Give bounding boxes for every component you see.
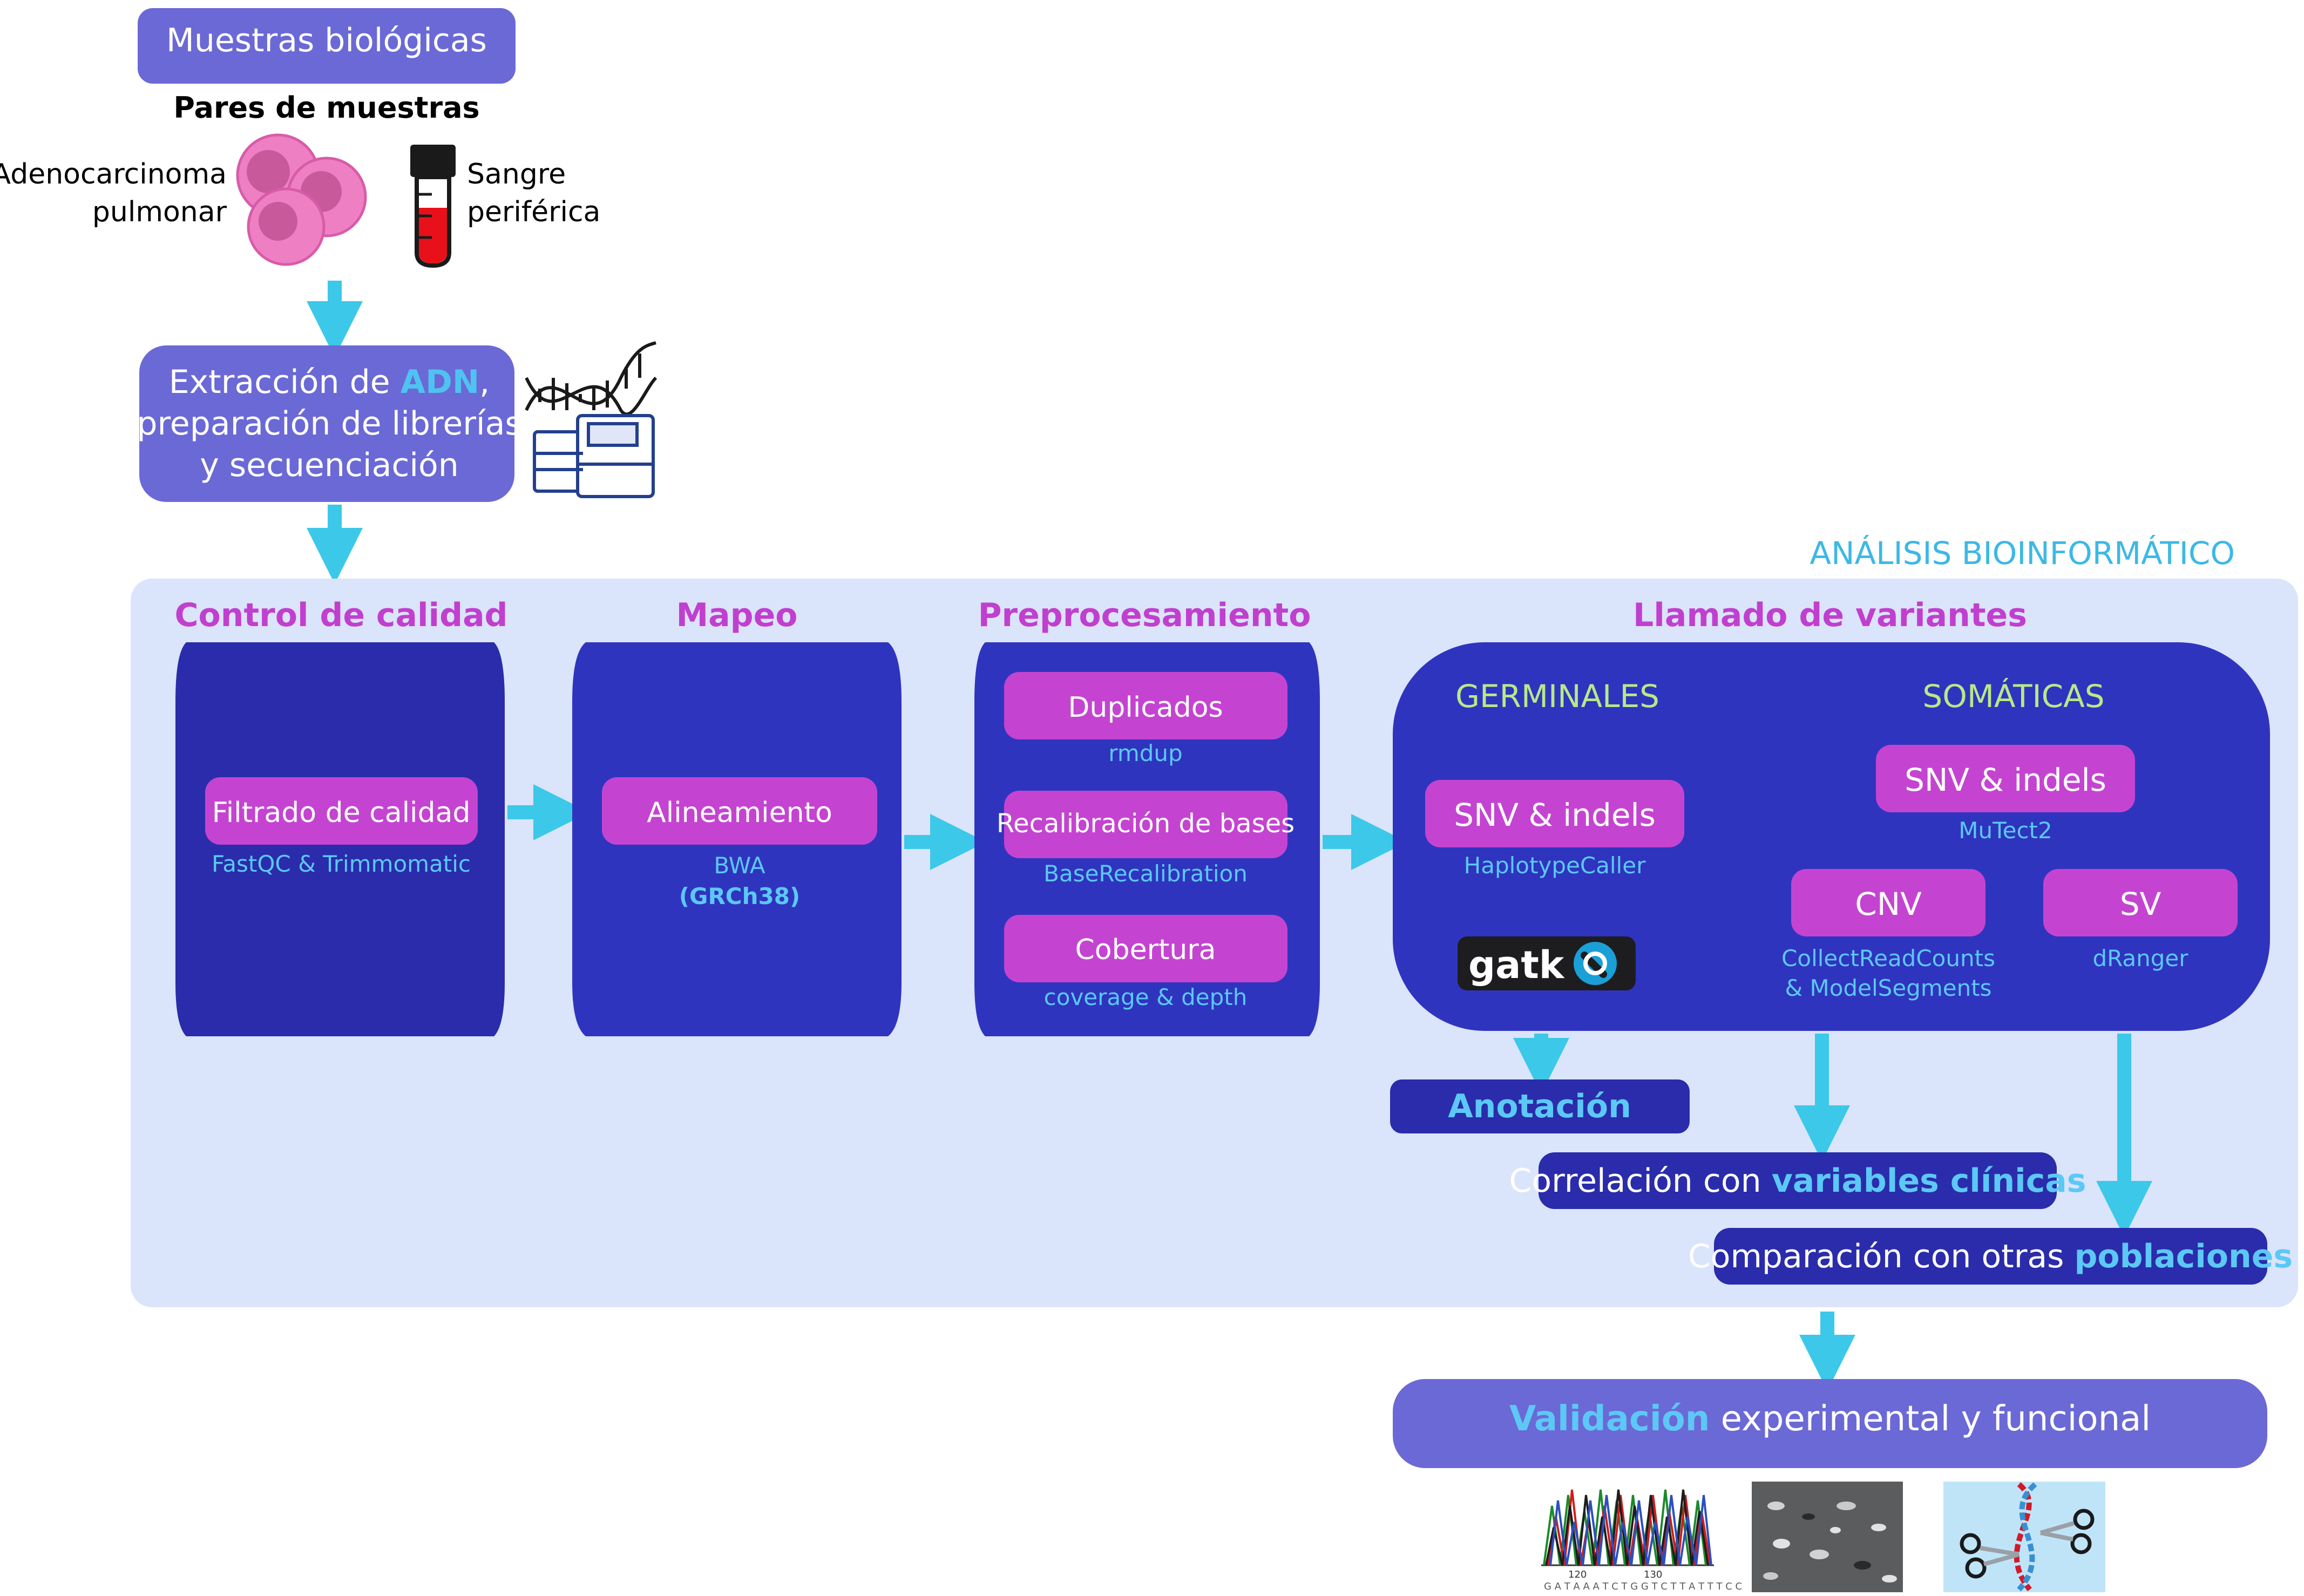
annotation-label: Anotación: [1448, 1088, 1631, 1125]
preprocessing-tool-duplicates: rmdup: [1108, 740, 1182, 766]
mapping-tool: BWA: [714, 852, 765, 879]
somatic-sv-tool: dRanger: [2092, 945, 2188, 972]
somatic-cnv: CNV: [1855, 886, 1922, 922]
samples-title: Muestras biológicas: [166, 22, 487, 59]
somatic-snv-indels: SNV & indels: [1905, 762, 2106, 798]
sample-pairs-label: Pares de muestras: [173, 91, 479, 125]
extraction-box: Extracción de ADN, preparación de librer…: [137, 345, 522, 502]
extraction-line1: Extracción de ADN,: [169, 363, 490, 401]
variants-title: Llamado de variantes: [1633, 596, 2027, 634]
quality-step: Filtrado de calidad: [212, 797, 471, 829]
samples-box: Muestras biológicas: [138, 8, 516, 84]
chromatogram-sequence: G A T A A A T C T G G T C T T A T T T C …: [1544, 1581, 1742, 1592]
dna-helix-icon: [525, 341, 658, 416]
quality-tool: FastQC & Trimmomatic: [212, 851, 471, 877]
chromatogram-icon: 120 130 G A T A A A T C T G G T C T T A …: [1539, 1482, 1742, 1595]
somatic-sv: SV: [2120, 886, 2161, 922]
somatic-title: SOMÁTICAS: [1922, 677, 2104, 715]
crispr-icon: [1943, 1482, 2105, 1592]
preprocessing-step-recalibration: Recalibración de bases: [997, 809, 1295, 839]
tumor-cells-icon: [236, 133, 367, 266]
gatk-logo-text: gatk: [1468, 943, 1565, 987]
somatic-cnv-tool-line1: CollectReadCounts: [1781, 945, 1995, 972]
extraction-line2: preparación de librerías: [137, 405, 521, 443]
germinal-snv-indels: SNV & indels: [1454, 797, 1656, 833]
germinal-title: GERMINALES: [1455, 678, 1659, 715]
section-label: ANÁLISIS BIOINFORMÁTICO: [1810, 534, 2235, 572]
sequencer-icon: [533, 414, 655, 498]
mapping-step: Alineamiento: [647, 797, 832, 829]
preprocessing-tool-recalibration: BaseRecalibration: [1043, 860, 1248, 887]
variant-calling-block: GERMINALES SOMÁTICAS SNV & indels Haplot…: [1393, 642, 2270, 1031]
preprocessing-step-coverage: Cobertura: [1075, 934, 1216, 966]
preprocessing-step-duplicates: Duplicados: [1068, 691, 1223, 724]
annotation-box: Anotación: [1390, 1079, 1690, 1133]
germinal-tool: HaplotypeCaller: [1464, 852, 1646, 879]
microscopy-icon: [1752, 1482, 1903, 1592]
quality-title: Control de calidad: [174, 596, 507, 634]
blood-tube-icon: [410, 145, 456, 268]
validation-label: Validación experimental y funcional: [1509, 1399, 2151, 1439]
tissue-label-line2: pulmonar: [92, 196, 227, 228]
blood-label-line2: periférica: [467, 196, 600, 228]
mapping-title: Mapeo: [676, 596, 797, 634]
somatic-cnv-tool-line2: & ModelSegments: [1785, 975, 1991, 1001]
preprocessing-title: Preprocesamiento: [978, 596, 1311, 634]
quality-column: Filtrado de calidad FastQC & Trimmomatic: [175, 642, 505, 1036]
validation-box: Validación experimental y funcional: [1393, 1379, 2267, 1468]
preprocessing-tool-coverage: coverage & depth: [1044, 984, 1248, 1010]
blood-label-line1: Sangre: [467, 158, 566, 191]
mapping-column: Alineamiento BWA (GRCh38): [572, 642, 902, 1036]
extraction-line3: y secuenciación: [200, 446, 459, 484]
population-comparison-box: Comparación con otras poblaciones: [1688, 1228, 2293, 1285]
clinical-correlation-box: Correlación con variables clínicas: [1509, 1152, 2086, 1209]
tissue-label-line1: Adenocarcinoma: [0, 158, 227, 191]
preprocessing-column: Duplicados rmdup Recalibración de bases …: [974, 642, 1320, 1036]
chromatogram-tick-120: 120: [1568, 1569, 1587, 1580]
population-comparison-label: Comparación con otras poblaciones: [1688, 1238, 2293, 1275]
gatk-logo: gatk: [1458, 936, 1636, 990]
mapping-reference: (GRCh38): [679, 883, 800, 909]
clinical-correlation-label: Correlación con variables clínicas: [1509, 1162, 2086, 1200]
somatic-snv-tool: MuTect2: [1959, 817, 2052, 844]
chromatogram-tick-130: 130: [1644, 1569, 1662, 1580]
